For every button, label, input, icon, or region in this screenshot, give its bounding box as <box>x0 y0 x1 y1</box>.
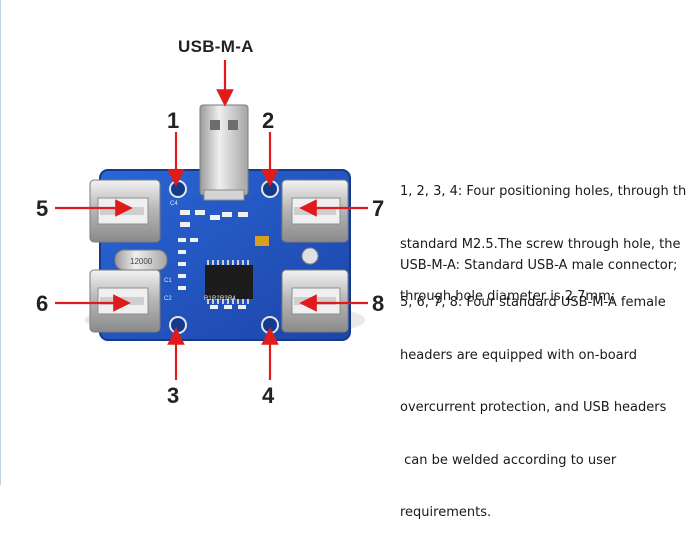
silkscreen-r1: R1 <box>204 296 212 302</box>
callout-6: 6 <box>36 291 49 316</box>
description-line: standard M2.5.The screw through hole, th… <box>400 236 681 252</box>
silkscreen-c4: C4 <box>170 201 178 207</box>
callout-4: 4 <box>262 383 275 408</box>
silkscreen-c2: C2 <box>164 296 172 302</box>
silkscreen-r2: R2 <box>212 296 220 302</box>
description-line: through hole diameter is 2.7mm; <box>400 289 616 304</box>
mounting-hole-3 <box>169 316 187 334</box>
callout-8: 8 <box>372 291 385 316</box>
mounting-hole-4 <box>261 316 279 334</box>
hub-controller-chip <box>205 260 253 304</box>
crystal-label: 12000 <box>130 257 153 266</box>
silkscreen-r3: R3 <box>220 296 228 302</box>
description-positioning-holes: 1, 2, 3, 4: Four positioning holes, thro… <box>400 148 686 323</box>
product-photo: 12000 C4 R1 R2 R3 R4 C1 C2 <box>55 60 368 380</box>
silkscreen-labels: C4 R1 R2 R3 R4 C1 C2 <box>164 201 236 302</box>
callout-2: 2 <box>262 108 275 133</box>
usb-female-port-5 <box>89 179 161 243</box>
usb-female-port-8 <box>281 269 349 333</box>
callout-7: 7 <box>372 196 385 221</box>
callout-3: 3 <box>167 383 180 408</box>
silkscreen-r4: R4 <box>228 296 236 302</box>
description-line: 1, 2, 3, 4: Four positioning holes, thro… <box>400 184 687 199</box>
description-line: requirements. <box>400 505 492 520</box>
silkscreen-c1: C1 <box>164 278 172 284</box>
image-border <box>0 0 1 485</box>
mounting-hole-1 <box>169 180 187 198</box>
crystal-oscillator: 12000 <box>114 249 168 271</box>
smd-components <box>178 210 248 309</box>
description-female-headers: 5, 6, 7, 8: Four standard USB-M-A female… <box>400 259 666 539</box>
usb-female-port-6 <box>89 269 161 333</box>
usb-male-connector <box>199 104 249 201</box>
description-line: 5, 6, 7, 8: Four standard USB-M-A female <box>400 295 666 310</box>
description-line: USB-M-A: Standard USB-A male connector; <box>400 258 678 273</box>
description-line: headers are equipped with on-board <box>400 347 637 363</box>
description-line: overcurrent protection, and USB headers <box>400 400 667 415</box>
capacitor-component <box>255 236 319 265</box>
callout-arrows <box>55 60 368 380</box>
usb-female-port-7 <box>281 179 349 243</box>
callout-5: 5 <box>36 196 49 221</box>
description-line: can be welded according to user <box>400 452 617 468</box>
description-male-connector: USB-M-A: Standard USB-A male connector; <box>400 222 677 292</box>
usb-m-a-label: USB-M-A <box>178 37 254 56</box>
callout-1: 1 <box>167 108 180 133</box>
mounting-hole-2 <box>261 180 279 198</box>
